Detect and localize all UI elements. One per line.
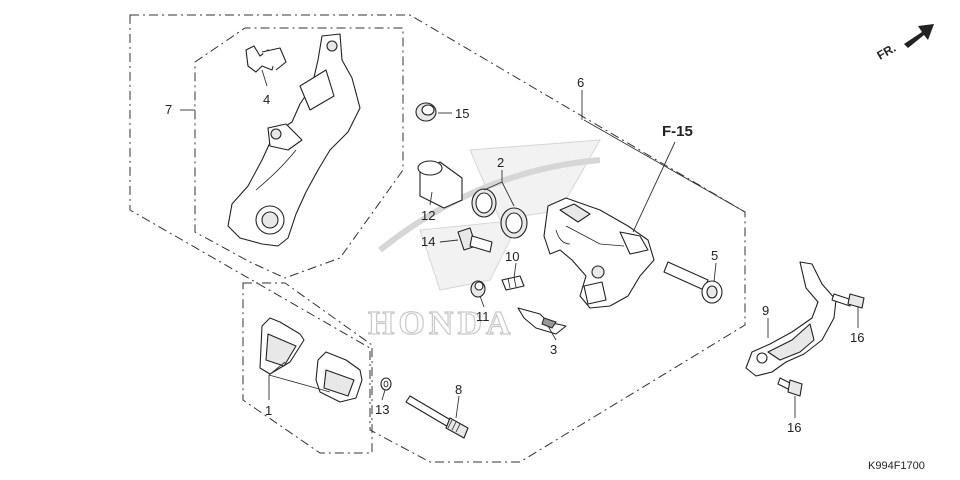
caliper-body [543, 197, 655, 309]
callout-9: 9 [762, 303, 769, 318]
callout-16-lower: 16 [787, 420, 801, 435]
washer [380, 377, 392, 391]
callout-13: 13 [375, 402, 389, 417]
front-arrow-icon [904, 24, 934, 48]
group-outline-1 [242, 282, 373, 454]
diagram-code: K994F1700 [868, 460, 925, 472]
callout-7: 7 [165, 102, 172, 117]
bleeder-screw [501, 275, 525, 291]
bolt-lower [777, 377, 803, 397]
callout-5: 5 [711, 248, 718, 263]
callout-6: 6 [577, 75, 584, 90]
slide-pin [663, 261, 723, 304]
pin-bolt [457, 227, 493, 253]
callout-8: 8 [455, 382, 462, 397]
callout-2: 2 [497, 155, 504, 170]
pad-spring [245, 45, 287, 73]
front-label: FR. [875, 41, 899, 63]
callout-15: 15 [455, 106, 469, 121]
reference-label: F-15 [662, 123, 693, 140]
cap [415, 102, 437, 122]
callout-1: 1 [265, 403, 272, 418]
callout-10: 10 [505, 249, 519, 264]
callout-3: 3 [550, 342, 557, 357]
watermark-text: HONDA [368, 305, 515, 342]
bleeder-cap [470, 280, 486, 298]
seal-set [471, 188, 528, 239]
bolt-upper [831, 293, 865, 309]
callout-4: 4 [263, 92, 270, 107]
caliper-bracket [227, 33, 361, 247]
pad-set [259, 317, 363, 403]
callout-11: 11 [476, 309, 490, 324]
callout-14: 14 [421, 234, 435, 249]
callout-12: 12 [421, 208, 435, 223]
group-outline-main [129, 14, 746, 463]
front-direction-indicator: FR. [875, 24, 934, 63]
pad-retainer [517, 307, 567, 335]
caliper-guard [745, 261, 837, 377]
pad-pin [405, 395, 469, 439]
callout-16-upper: 16 [850, 330, 864, 345]
piston [417, 160, 463, 209]
leader-lines [180, 69, 859, 419]
